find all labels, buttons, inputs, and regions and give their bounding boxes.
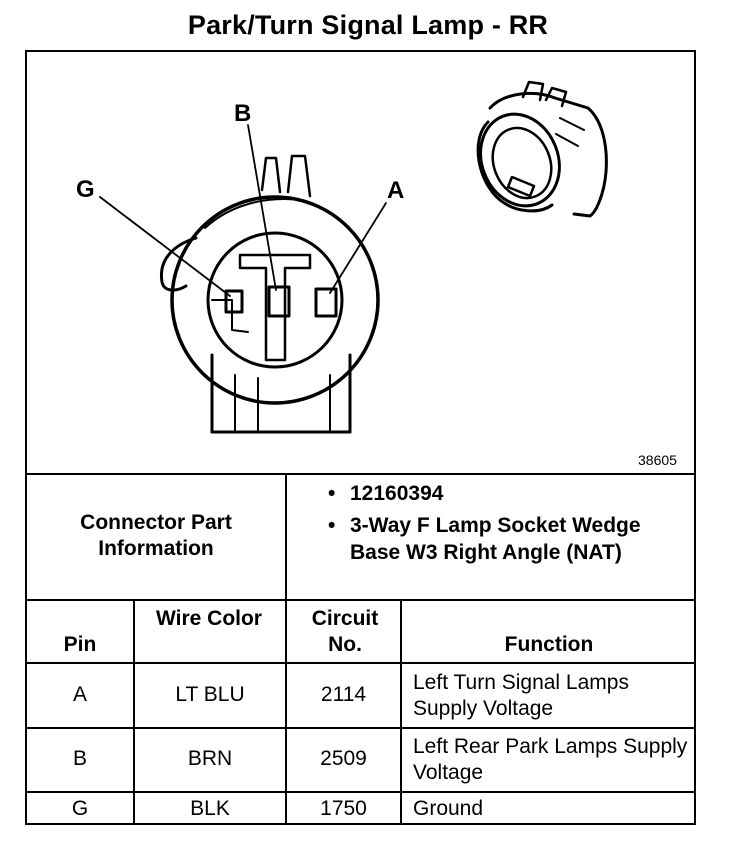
center-divider <box>238 253 312 362</box>
connector-info-item: •3-Way F Lamp Socket Wedge Base W3 Right… <box>328 514 641 564</box>
figure-id: 38605 <box>638 452 677 468</box>
table-cell-function: Ground <box>413 797 484 820</box>
header-pin: Pin <box>63 633 97 656</box>
header-function: Function <box>504 633 594 656</box>
terminal-g <box>224 289 244 314</box>
divider-info <box>25 599 696 601</box>
table-cell-wire: BLK <box>190 797 230 820</box>
leader-line-g <box>99 196 231 297</box>
outer-ring <box>170 195 380 405</box>
leader-line-b <box>247 124 277 291</box>
header-circuit: Circuit No. <box>311 607 379 656</box>
divider-col-3 <box>400 600 402 825</box>
table-cell-circuit: 2114 <box>320 683 367 706</box>
divider-row-1 <box>25 727 696 729</box>
connector-diagram: B G A <box>76 80 608 434</box>
table-cell-function: Left Rear Park Lamps Supply Voltage <box>413 735 688 784</box>
table-cell-circuit: 1750 <box>320 797 367 820</box>
connector-info-list: •12160394 •3-Way F Lamp Socket Wedge Bas… <box>320 480 690 571</box>
page-title: Park/Turn Signal Lamp - RR <box>187 10 549 40</box>
terminal-a <box>314 287 338 318</box>
table-cell-pin: G <box>71 797 89 820</box>
divider-info-col <box>285 474 287 601</box>
table-cell-wire: BRN <box>187 747 233 770</box>
inner-ring <box>206 231 344 369</box>
table-cell-pin: A <box>72 683 87 706</box>
connector-frame <box>25 50 696 825</box>
divider-row-2 <box>25 791 696 793</box>
table-cell-wire: LT BLU <box>175 683 245 706</box>
table-cell-function: Left Turn Signal Lamps Supply Voltage <box>413 671 629 720</box>
divider-col-1 <box>133 600 135 825</box>
pin-label-a: A <box>387 177 404 204</box>
divider-diagram <box>25 473 696 475</box>
side-clip <box>159 236 198 292</box>
connector-housing <box>210 353 352 434</box>
divider-col-2 <box>285 600 287 825</box>
socket-illustration <box>476 80 608 218</box>
header-wire-color: Wire Color <box>156 607 262 630</box>
table-cell-pin: B <box>72 747 87 770</box>
terminal-b <box>267 285 291 318</box>
leader-line-a <box>329 202 387 294</box>
pin-label-g: G <box>76 176 95 203</box>
table-cell-circuit: 2509 <box>320 747 367 770</box>
connector-info-item: •12160394 <box>328 482 444 505</box>
divider-header <box>25 662 696 664</box>
pin-label-b: B <box>234 100 251 127</box>
connector-info-label: Connector Part Information <box>80 511 232 560</box>
latch-tabs <box>260 154 312 198</box>
